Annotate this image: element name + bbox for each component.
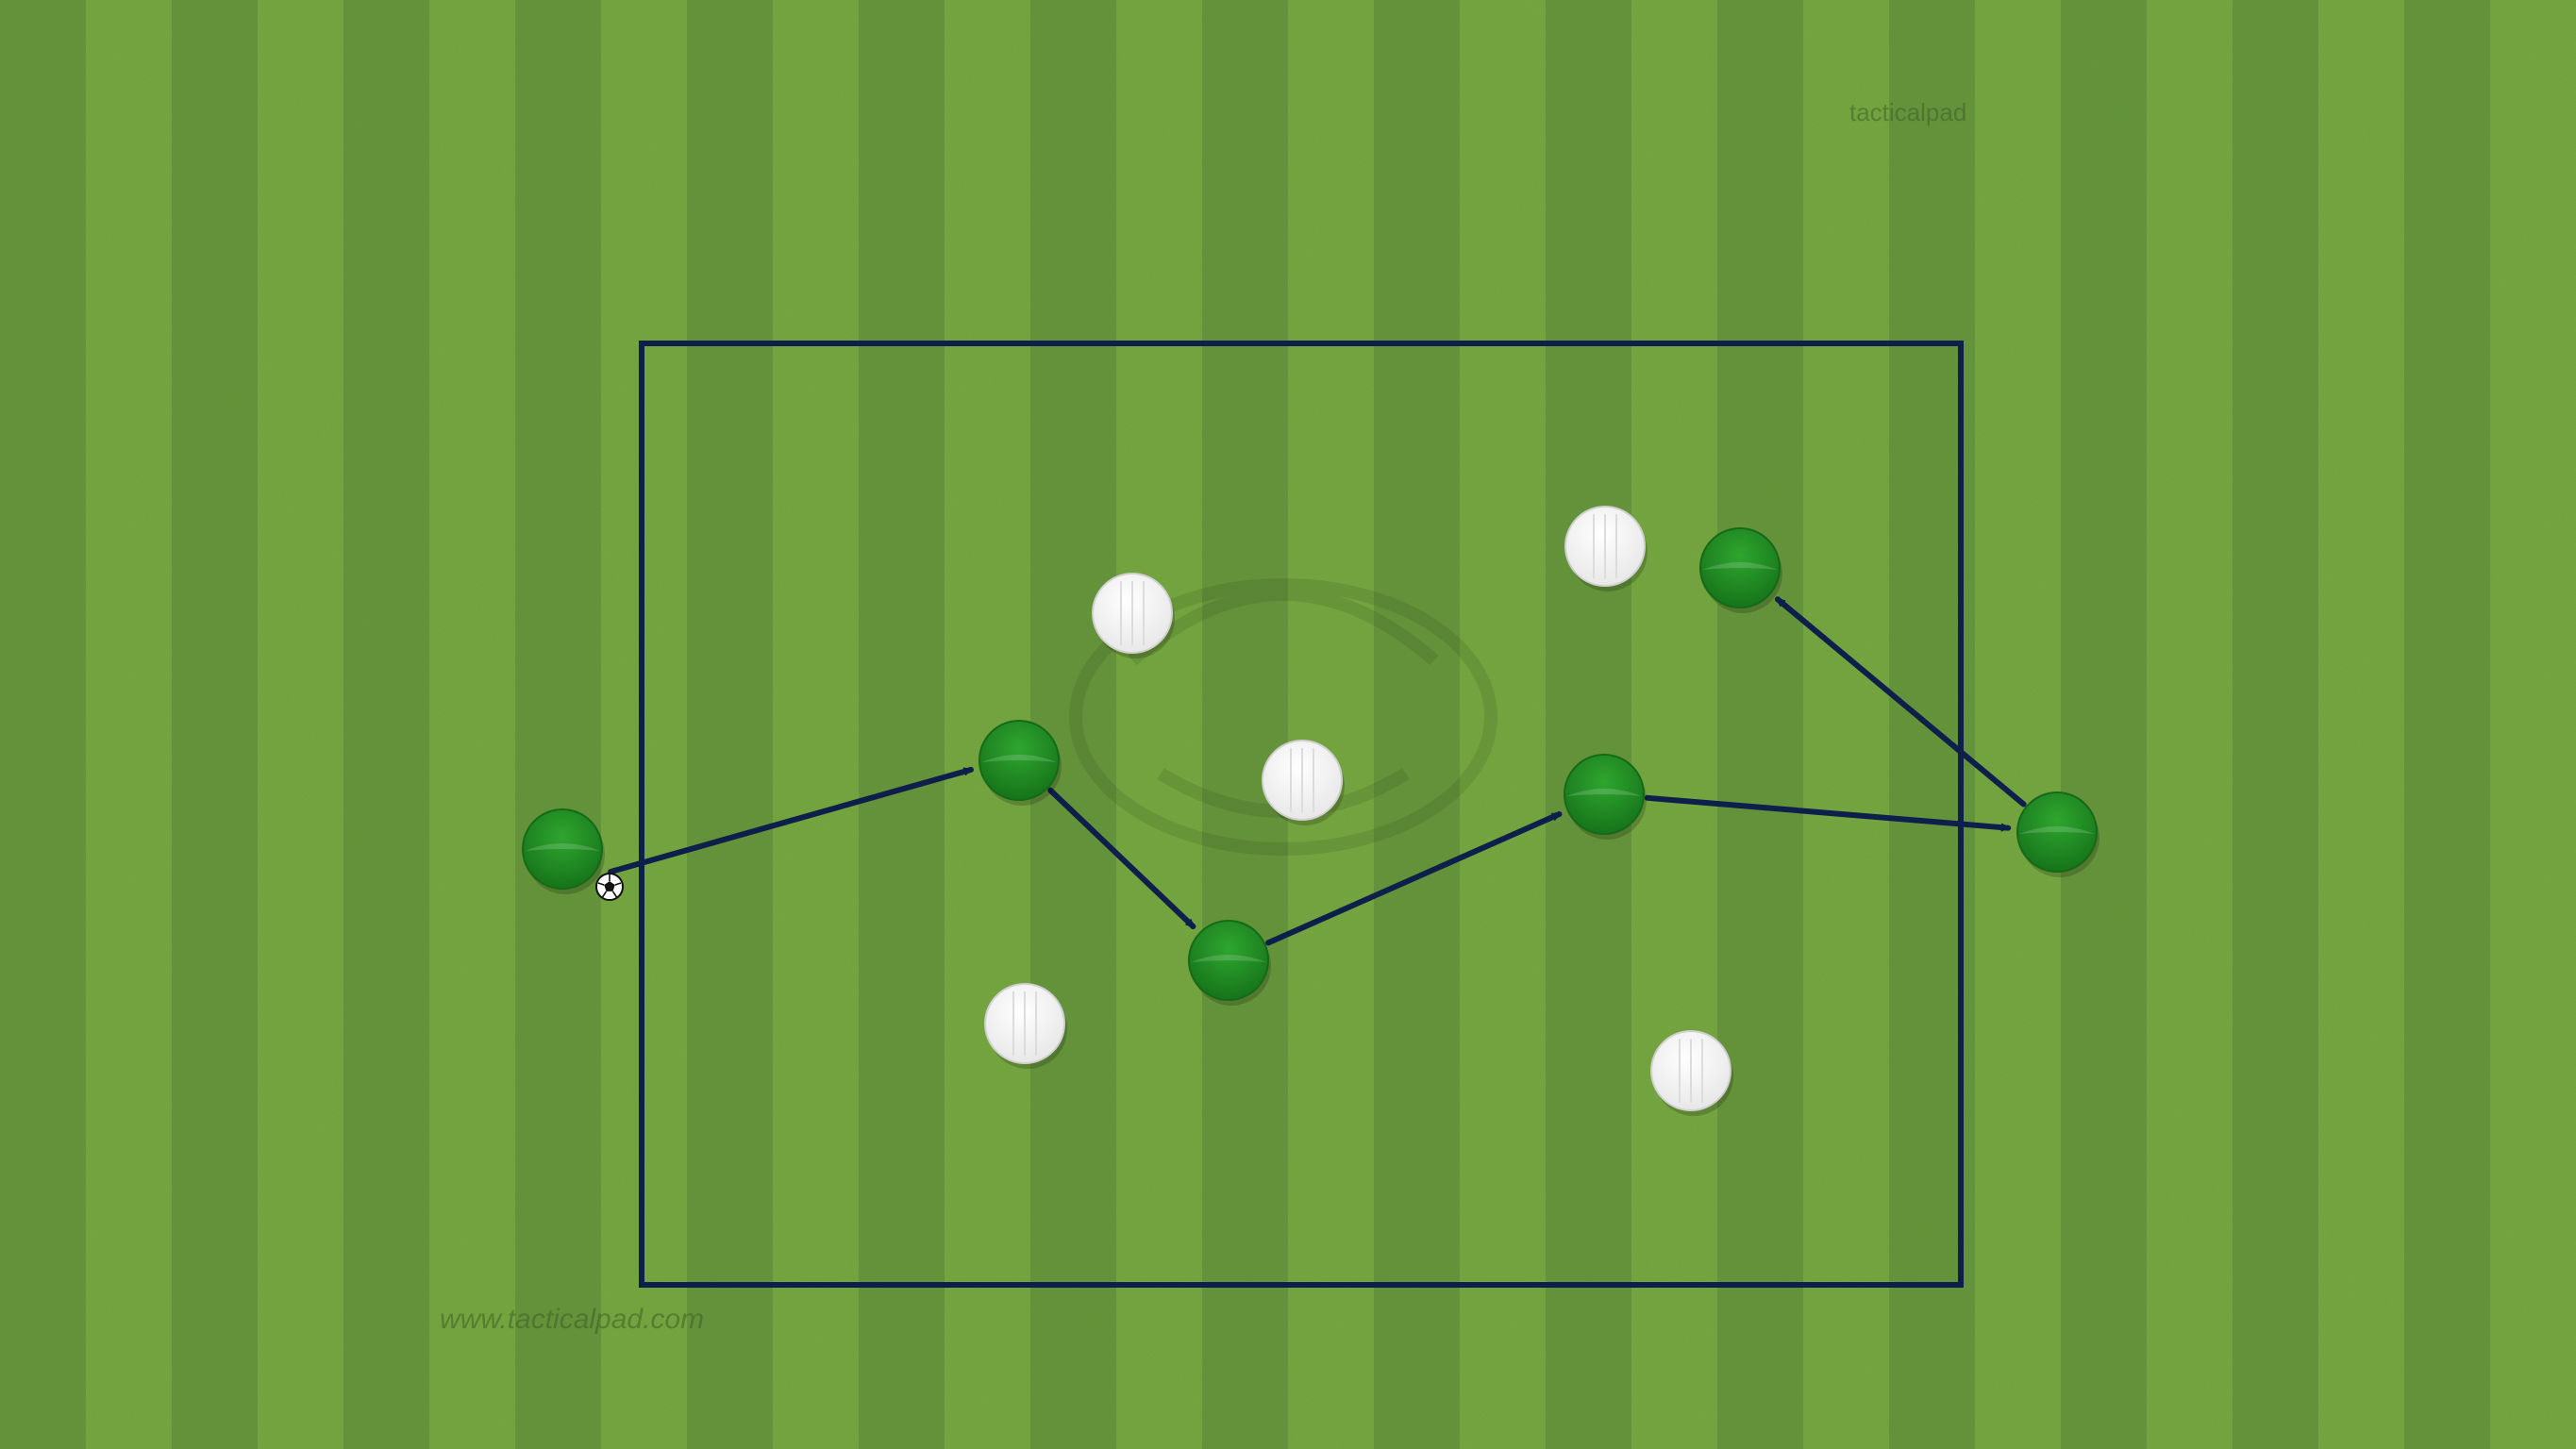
green-team [522, 527, 2099, 1006]
soccer-ball-icon[interactable] [595, 873, 624, 901]
green-player-g5[interactable] [2016, 791, 2099, 877]
green-player-g1[interactable] [522, 808, 605, 894]
pass-arrow-g4-g5 [1644, 794, 2012, 832]
drill-area-boundary [639, 341, 1964, 1288]
green-player-g4[interactable] [1564, 754, 1647, 840]
white-player-w4[interactable] [1564, 506, 1648, 591]
pass-arrow-g5-g6 [1774, 596, 2027, 808]
pass-arrow-g2-g3 [1047, 787, 1196, 930]
pass-arrows [608, 596, 2027, 946]
green-player-g3[interactable] [1188, 920, 1271, 1006]
white-player-w5[interactable] [1650, 1030, 1733, 1116]
white-player-w3[interactable] [984, 983, 1067, 1069]
pass-arrow-g3-g4 [1265, 811, 1563, 946]
white-player-w2[interactable] [1262, 740, 1345, 825]
green-player-g6[interactable] [1699, 527, 1782, 613]
watermark-site: www.tacticalpad.com [440, 1304, 704, 1335]
pass-arrow-g1-g2 [608, 766, 974, 875]
white-team [984, 506, 1733, 1116]
watermark-top-right: tacticalpad [1849, 98, 1966, 126]
green-player-g2[interactable] [979, 720, 1062, 806]
white-player-w1[interactable] [1092, 573, 1175, 658]
